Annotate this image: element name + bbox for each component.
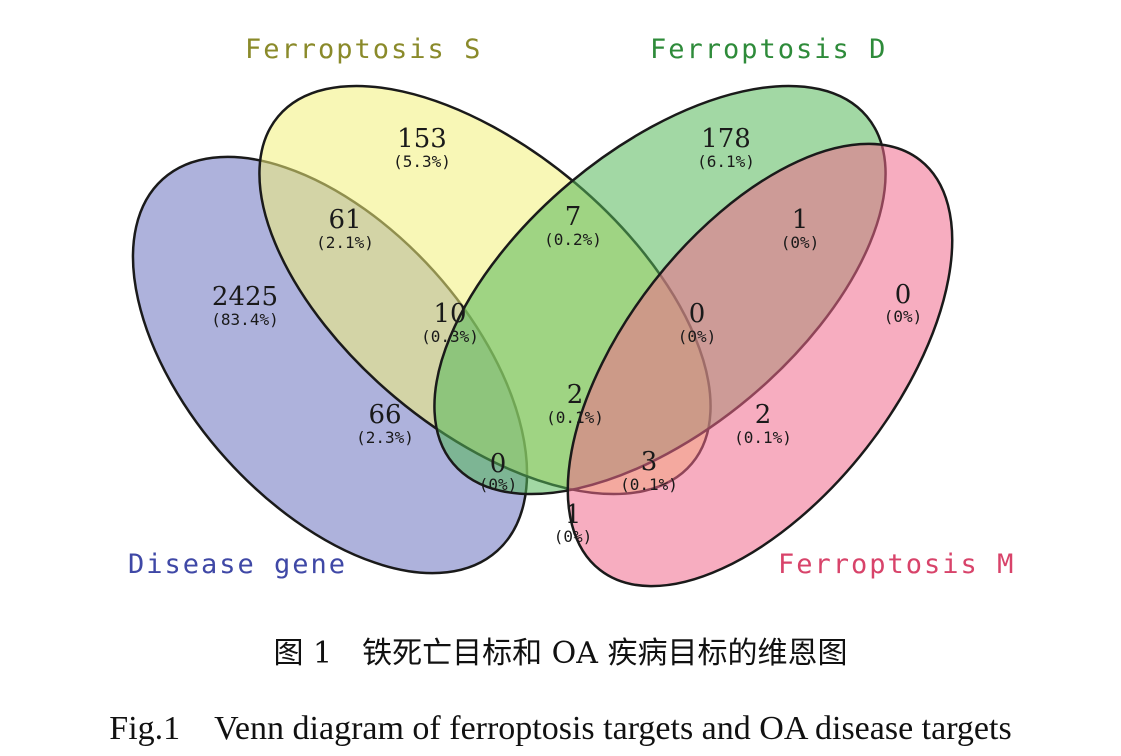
region-s-d: 7 (0.2%) (544, 202, 602, 249)
region-s-only: 153 (5.3%) (393, 124, 451, 171)
region-count: 1 (792, 205, 809, 235)
region-percent: (0%) (479, 475, 518, 494)
region-count: 2 (755, 400, 772, 430)
region-all: 2 (0.1%) (546, 380, 604, 427)
region-s-d-m: 0 (0%) (678, 299, 717, 346)
figure-caption-english: Fig.1 Venn diagram of ferroptosis target… (109, 710, 1012, 747)
region-count: 3 (641, 447, 658, 477)
region-count: 178 (701, 124, 751, 154)
region-percent: (0.1%) (620, 475, 678, 494)
region-g-s: 61 (2.1%) (316, 205, 374, 252)
region-count: 61 (328, 205, 361, 235)
region-g-d: 66 (2.3%) (356, 400, 414, 447)
region-d-m: 1 (0%) (781, 205, 820, 252)
figure-caption-chinese: 图 1 铁死亡目标和 OA 疾病目标的维恩图 (273, 636, 848, 671)
region-g-s-d: 10 (0.3%) (421, 299, 479, 346)
region-count: 1 (565, 500, 582, 530)
region-count: 2425 (212, 282, 278, 312)
region-count: 10 (433, 299, 466, 329)
region-g-s-m: 3 (0.1%) (620, 447, 678, 494)
region-percent: (0%) (884, 307, 923, 326)
region-percent: (0.3%) (421, 327, 479, 346)
venn-diagram: Ferroptosis S Ferroptosis D Disease gene… (128, 34, 1015, 588)
region-percent: (0.2%) (544, 230, 602, 249)
region-s-m: 2 (0.1%) (734, 400, 792, 447)
region-count: 0 (895, 280, 912, 310)
region-g-m: 1 (0%) (554, 500, 593, 546)
region-percent: (0%) (678, 327, 717, 346)
region-percent: (6.1%) (697, 152, 755, 171)
region-percent: (0%) (781, 233, 820, 252)
region-percent: (2.1%) (316, 233, 374, 252)
region-count: 0 (490, 449, 507, 479)
region-percent: (0.1%) (734, 428, 792, 447)
region-d-only: 178 (6.1%) (697, 124, 755, 171)
set-label-disease-gene: Disease gene (128, 549, 347, 580)
region-g-only: 2425 (83.4%) (211, 282, 278, 329)
region-percent: (83.4%) (211, 310, 278, 329)
region-g-d-m: 0 (0%) (479, 449, 518, 494)
set-ellipse-ferroptosis-m (566, 142, 954, 588)
region-percent: (5.3%) (393, 152, 451, 171)
region-count: 2 (567, 380, 584, 410)
region-count: 0 (689, 299, 706, 329)
set-label-ferroptosis-m: Ferroptosis M (778, 549, 1015, 580)
region-count: 153 (397, 124, 447, 154)
region-percent: (0%) (554, 527, 593, 546)
region-percent: (2.3%) (356, 428, 414, 447)
region-count: 7 (565, 202, 582, 232)
set-label-ferroptosis-d: Ferroptosis D (650, 34, 887, 65)
region-count: 66 (368, 400, 401, 430)
set-label-ferroptosis-s: Ferroptosis S (245, 34, 482, 65)
region-percent: (0.1%) (546, 408, 604, 427)
region-m-only: 0 (0%) (884, 280, 923, 326)
